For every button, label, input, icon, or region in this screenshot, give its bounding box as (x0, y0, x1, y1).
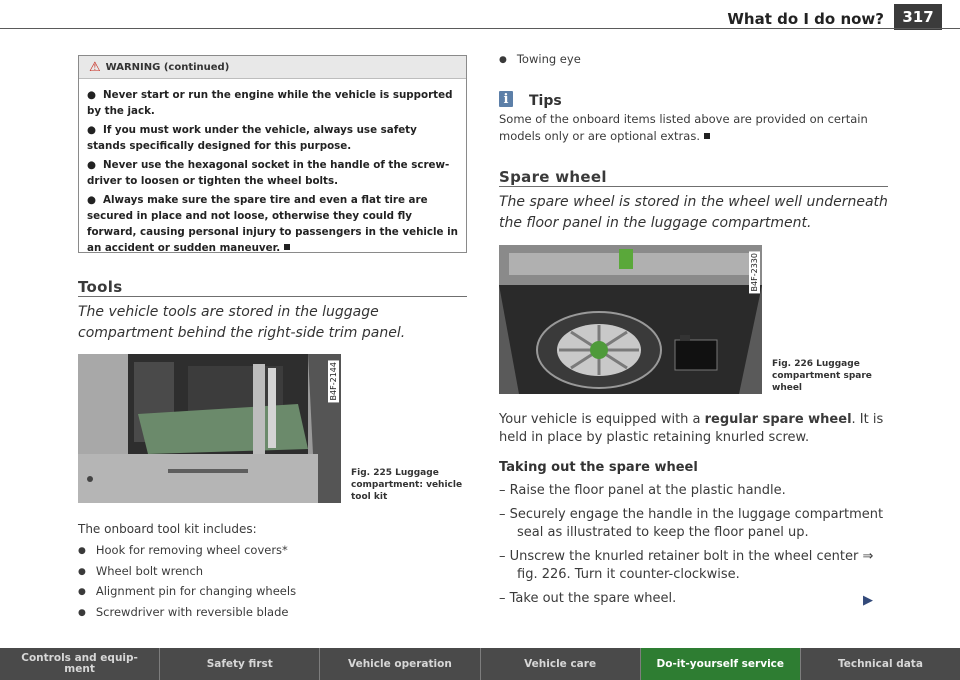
tool-kit-intro: The onboard tool kit includes: (78, 522, 257, 536)
warning-item: ●Always make sure the spare tire and eve… (87, 194, 458, 254)
continue-arrow-icon: ▶ (863, 593, 873, 608)
tools-intro: The vehicle tools are stored in the lugg… (78, 304, 406, 341)
tips-heading: Tips (529, 93, 562, 109)
warning-item: ●If you must work under the vehicle, alw… (87, 124, 417, 152)
tools-heading-rule (78, 296, 467, 297)
tool-kit-item: ●Screwdriver with reversible blade (78, 604, 289, 619)
end-mark (284, 244, 291, 250)
tools-heading: Tools (78, 278, 123, 296)
spare-wheel-illustration (499, 245, 762, 394)
tool-kit-item: ●Wheel bolt wrench (78, 563, 204, 578)
figure-id-label: B4F-2144 (328, 360, 339, 403)
nav-controls-and-equipment[interactable]: Controls and equip- ment (0, 648, 161, 680)
tool-kit-item: ●Alignment pin for changing wheels (78, 584, 297, 598)
warning-list: ●Never start or run the engine while the… (79, 87, 466, 256)
step-item: – Unscrew the knurled retainer bolt in t… (499, 549, 874, 582)
spare-wheel-heading: Spare wheel (499, 168, 607, 186)
figure-225-caption: Fig. 225 Luggage compartment: vehicle to… (351, 468, 463, 502)
taking-out-heading: Taking out the spare wheel (499, 460, 698, 475)
tool-kit-item: ●Hook for removing wheel covers* (78, 543, 288, 557)
warning-box: ⚠ WARNING (continued) ●Never start or ru… (78, 55, 467, 256)
warning-item: ●Never start or run the engine while the… (87, 89, 453, 117)
spare-heading-rule (499, 186, 888, 187)
spare-body: Your vehicle is equipped with a regular … (499, 412, 884, 445)
step-item: – Take out the spare wheel. (499, 591, 677, 606)
nav-vehicle-operation[interactable]: Vehicle operation (320, 648, 481, 680)
nav-technical-data[interactable]: Technical data (800, 648, 960, 680)
header-divider (0, 28, 960, 29)
nav-vehicle-care[interactable]: Vehicle care (480, 648, 641, 680)
towing-list: ●Towing eye (499, 50, 581, 71)
bottom-nav: Controls and equip- ment Safety first Ve… (0, 648, 960, 680)
tool-kit-illustration (78, 354, 341, 503)
spare-intro: The spare wheel is stored in the wheel w… (499, 194, 888, 231)
page-number-badge: 317 (894, 4, 942, 30)
warning-header: ⚠ WARNING (continued) (79, 56, 466, 79)
step-item: – Raise the floor panel at the plastic h… (499, 483, 786, 498)
tool-kit-list: ●Hook for removing wheel covers* ●Wheel … (78, 541, 296, 623)
tips-text: Some of the onboard items listed above a… (499, 112, 868, 143)
warning-triangle-icon: ⚠ (89, 59, 101, 75)
figure-id-label: B4F-2330 (749, 251, 760, 294)
warning-item: ●Never use the hexagonal socket in the h… (87, 159, 450, 187)
nav-safety-first[interactable]: Safety first (160, 648, 321, 680)
figure-226-caption: Fig. 226 Luggage compartment spare wheel (772, 359, 872, 393)
warning-heading: WARNING (continued) (105, 61, 230, 73)
step-item: – Securely engage the handle in the lugg… (499, 507, 884, 540)
spare-wheel-photo: B4F-2330 (499, 245, 762, 394)
tool-kit-item: ●Towing eye (499, 52, 581, 66)
page-title: What do I do now? (727, 10, 884, 28)
nav-do-it-yourself-service[interactable]: Do-it-yourself service (640, 648, 801, 680)
info-icon: i (499, 91, 513, 107)
end-mark (703, 133, 710, 139)
spare-steps: – Raise the floor panel at the plastic h… (499, 482, 889, 614)
tool-kit-photo: B4F-2144 (78, 354, 341, 503)
